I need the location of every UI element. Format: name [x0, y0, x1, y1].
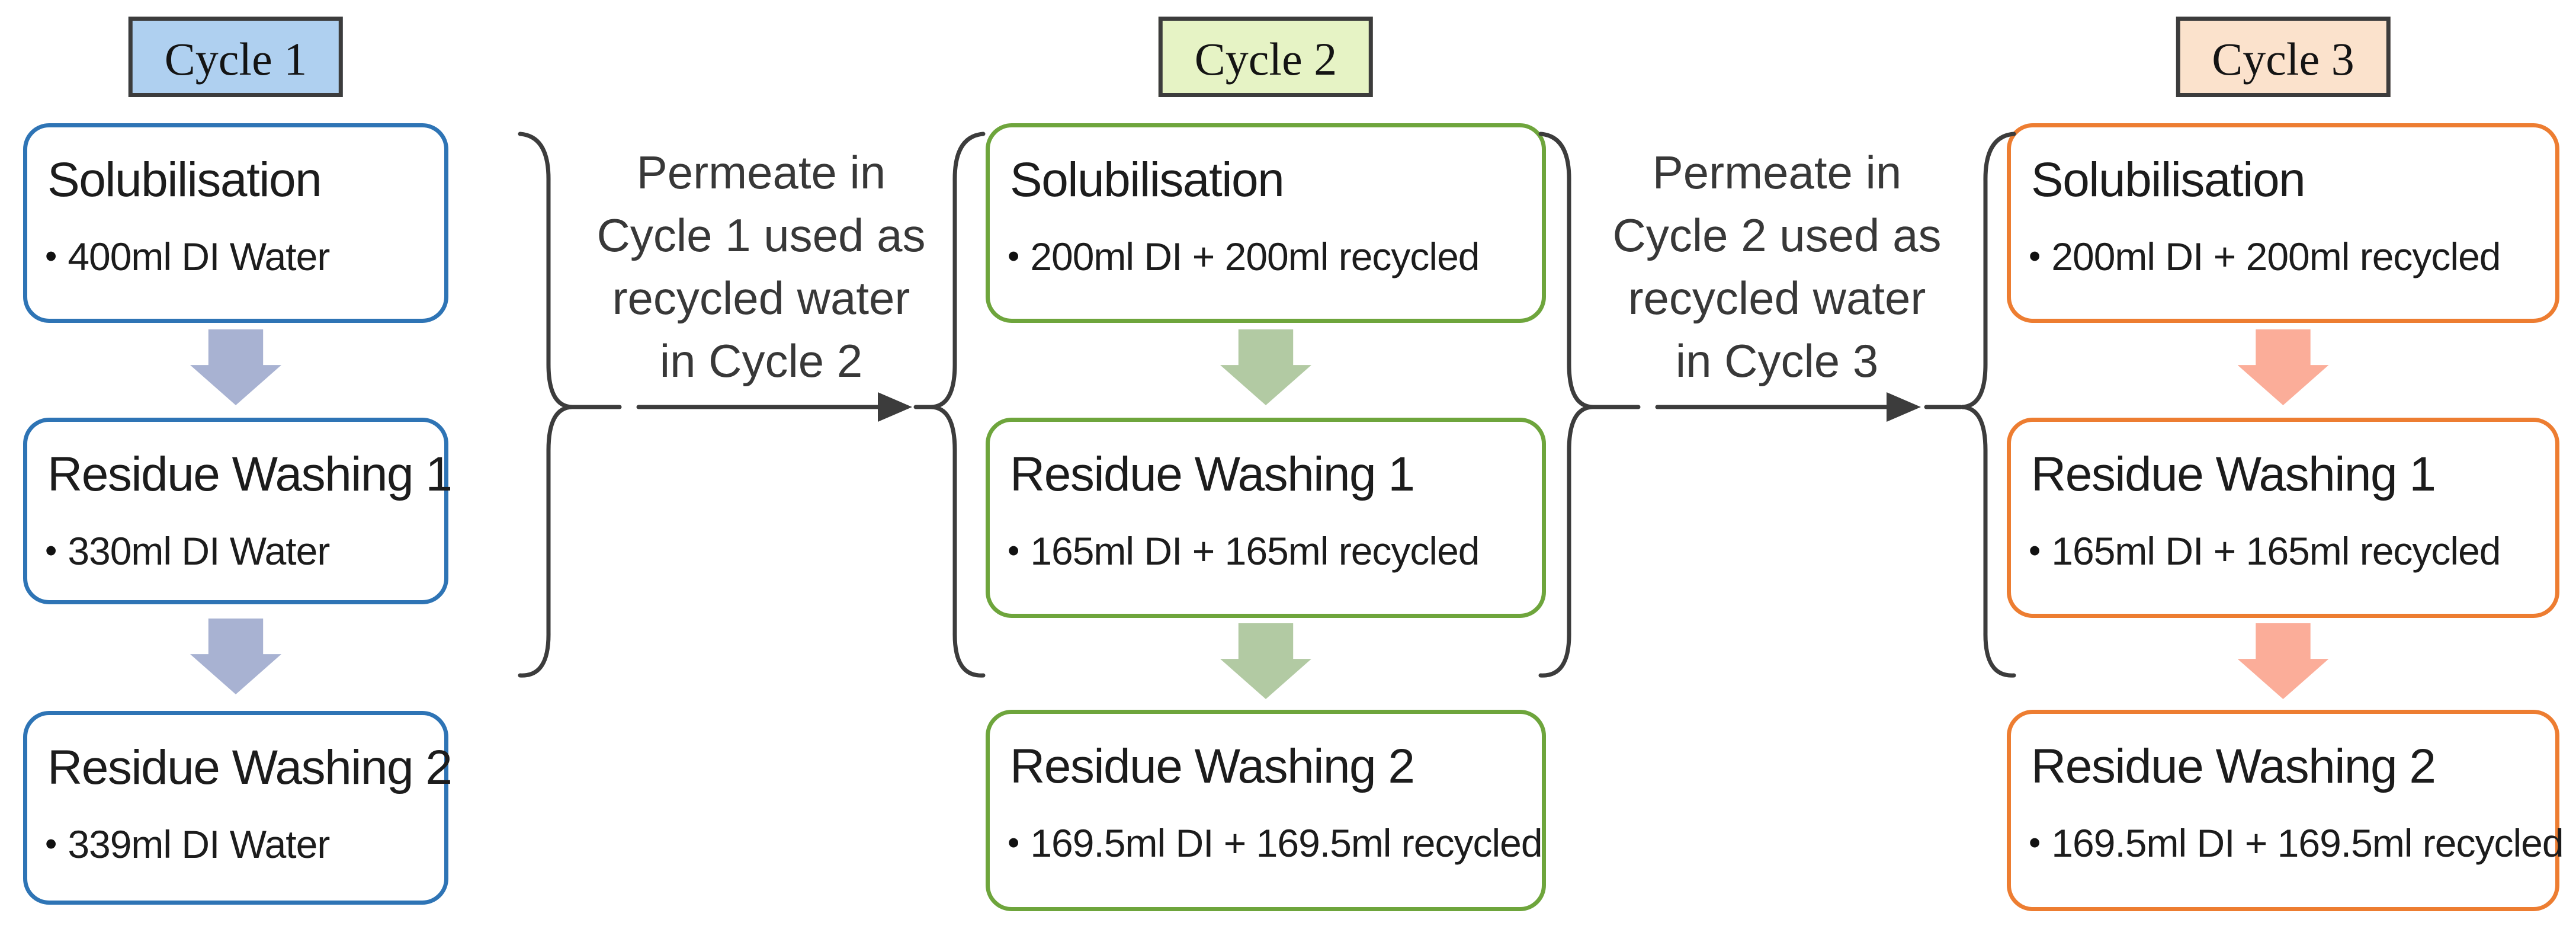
step-bullet: • 200ml DI + 200ml recycled — [2029, 235, 2501, 278]
cycle1-solubilisation-box: Solubilisation • 400ml DI Water — [23, 123, 448, 323]
step-bullet: • 169.5ml DI + 169.5ml recycled — [2029, 822, 2564, 865]
step-title: Solubilisation — [1010, 153, 1285, 207]
connector-line: Cycle 1 used as — [596, 209, 926, 261]
down-arrow-icon — [190, 619, 281, 694]
bullet-text: 339ml DI Water — [68, 822, 330, 866]
connector-note-cycle1-to-cycle2: Permeate in Cycle 1 used as recycled wat… — [536, 141, 986, 392]
cycle1-residue-washing-2-box: Residue Washing 2 • 339ml DI Water — [23, 711, 453, 905]
connector-line: in Cycle 3 — [1675, 335, 1879, 387]
bullet-icon: • — [2029, 824, 2041, 863]
cycle3-residue-washing-2-box: Residue Washing 2 • 169.5ml DI + 169.5ml… — [2007, 710, 2564, 911]
bullet-text: 400ml DI Water — [68, 235, 330, 278]
cycle3-residue-washing-1-box: Residue Washing 1 • 165ml DI + 165ml rec… — [2007, 418, 2559, 618]
cycle1-column: Cycle 1 Solubilisation • 400ml DI Water … — [23, 0, 453, 926]
bullet-icon: • — [45, 825, 57, 864]
cycle1-label: Cycle 1 — [128, 17, 344, 97]
cycle3-column: Cycle 3 Solubilisation • 200ml DI + 200m… — [2007, 0, 2564, 926]
step-bullet: • 339ml DI Water — [45, 822, 330, 866]
bullet-text: 169.5ml DI + 169.5ml recycled — [1030, 821, 1542, 865]
bullet-text: 165ml DI + 165ml recycled — [2051, 529, 2501, 573]
cycle2-residue-washing-2-box: Residue Washing 2 • 169.5ml DI + 169.5ml… — [986, 710, 1546, 911]
step-title: Residue Washing 2 — [47, 741, 453, 794]
step-bullet: • 165ml DI + 165ml recycled — [1008, 529, 1480, 573]
connector-line: Permeate in — [636, 146, 886, 198]
step-title: Residue Washing 2 — [2031, 739, 2436, 793]
step-bullet: • 400ml DI Water — [45, 235, 330, 278]
connector-line: in Cycle 2 — [659, 335, 863, 387]
down-arrow-icon — [2237, 329, 2329, 405]
connector-line: recycled water — [612, 272, 910, 324]
cycle3-solubilisation-box: Solubilisation • 200ml DI + 200ml recycl… — [2007, 123, 2559, 323]
cycle2-label: Cycle 2 — [1158, 17, 1374, 97]
step-bullet: • 169.5ml DI + 169.5ml recycled — [1008, 821, 1543, 865]
cycle2-solubilisation-box: Solubilisation • 200ml DI + 200ml recycl… — [986, 123, 1546, 323]
cycle2-residue-washing-1-box: Residue Washing 1 • 165ml DI + 165ml rec… — [986, 418, 1546, 618]
bullet-icon: • — [2029, 531, 2041, 571]
bullet-text: 200ml DI + 200ml recycled — [1030, 235, 1480, 278]
step-title: Residue Washing 1 — [2031, 447, 2436, 501]
bullet-text: 169.5ml DI + 169.5ml recycled — [2051, 821, 2564, 865]
bullet-text: 200ml DI + 200ml recycled — [2051, 235, 2501, 278]
step-title: Solubilisation — [2031, 153, 2306, 207]
bullet-icon: • — [45, 237, 57, 276]
step-title: Residue Washing 1 — [1010, 447, 1415, 501]
connector-line: recycled water — [1628, 272, 1926, 324]
connector-line: Cycle 2 used as — [1612, 209, 1942, 261]
bullet-text: 165ml DI + 165ml recycled — [1030, 529, 1480, 573]
bullet-text: 330ml DI Water — [68, 529, 330, 573]
connector-note-cycle2-to-cycle3: Permeate in Cycle 2 used as recycled wat… — [1552, 141, 2002, 392]
step-title: Residue Washing 2 — [1010, 739, 1415, 793]
down-arrow-icon — [1220, 329, 1311, 405]
connector-line: Permeate in — [1652, 146, 1902, 198]
bullet-icon: • — [1008, 531, 1020, 571]
step-title: Residue Washing 1 — [47, 447, 453, 501]
down-arrow-icon — [1220, 623, 1311, 699]
arrow1-head — [878, 392, 912, 422]
bullet-icon: • — [1008, 237, 1020, 276]
step-title: Solubilisation — [47, 153, 322, 207]
cycle2-column: Cycle 2 Solubilisation • 200ml DI + 200m… — [986, 0, 1546, 926]
down-arrow-icon — [2237, 623, 2329, 699]
cycle1-residue-washing-1-box: Residue Washing 1 • 330ml DI Water — [23, 418, 453, 604]
bullet-icon: • — [45, 531, 57, 571]
step-bullet: • 165ml DI + 165ml recycled — [2029, 529, 2501, 573]
down-arrow-icon — [190, 329, 281, 405]
bullet-icon: • — [2029, 237, 2041, 276]
step-bullet: • 330ml DI Water — [45, 529, 330, 573]
bullet-icon: • — [1008, 824, 1020, 863]
step-bullet: • 200ml DI + 200ml recycled — [1008, 235, 1480, 278]
arrow2-head — [1887, 392, 1921, 422]
cycle3-label: Cycle 3 — [2176, 17, 2391, 97]
